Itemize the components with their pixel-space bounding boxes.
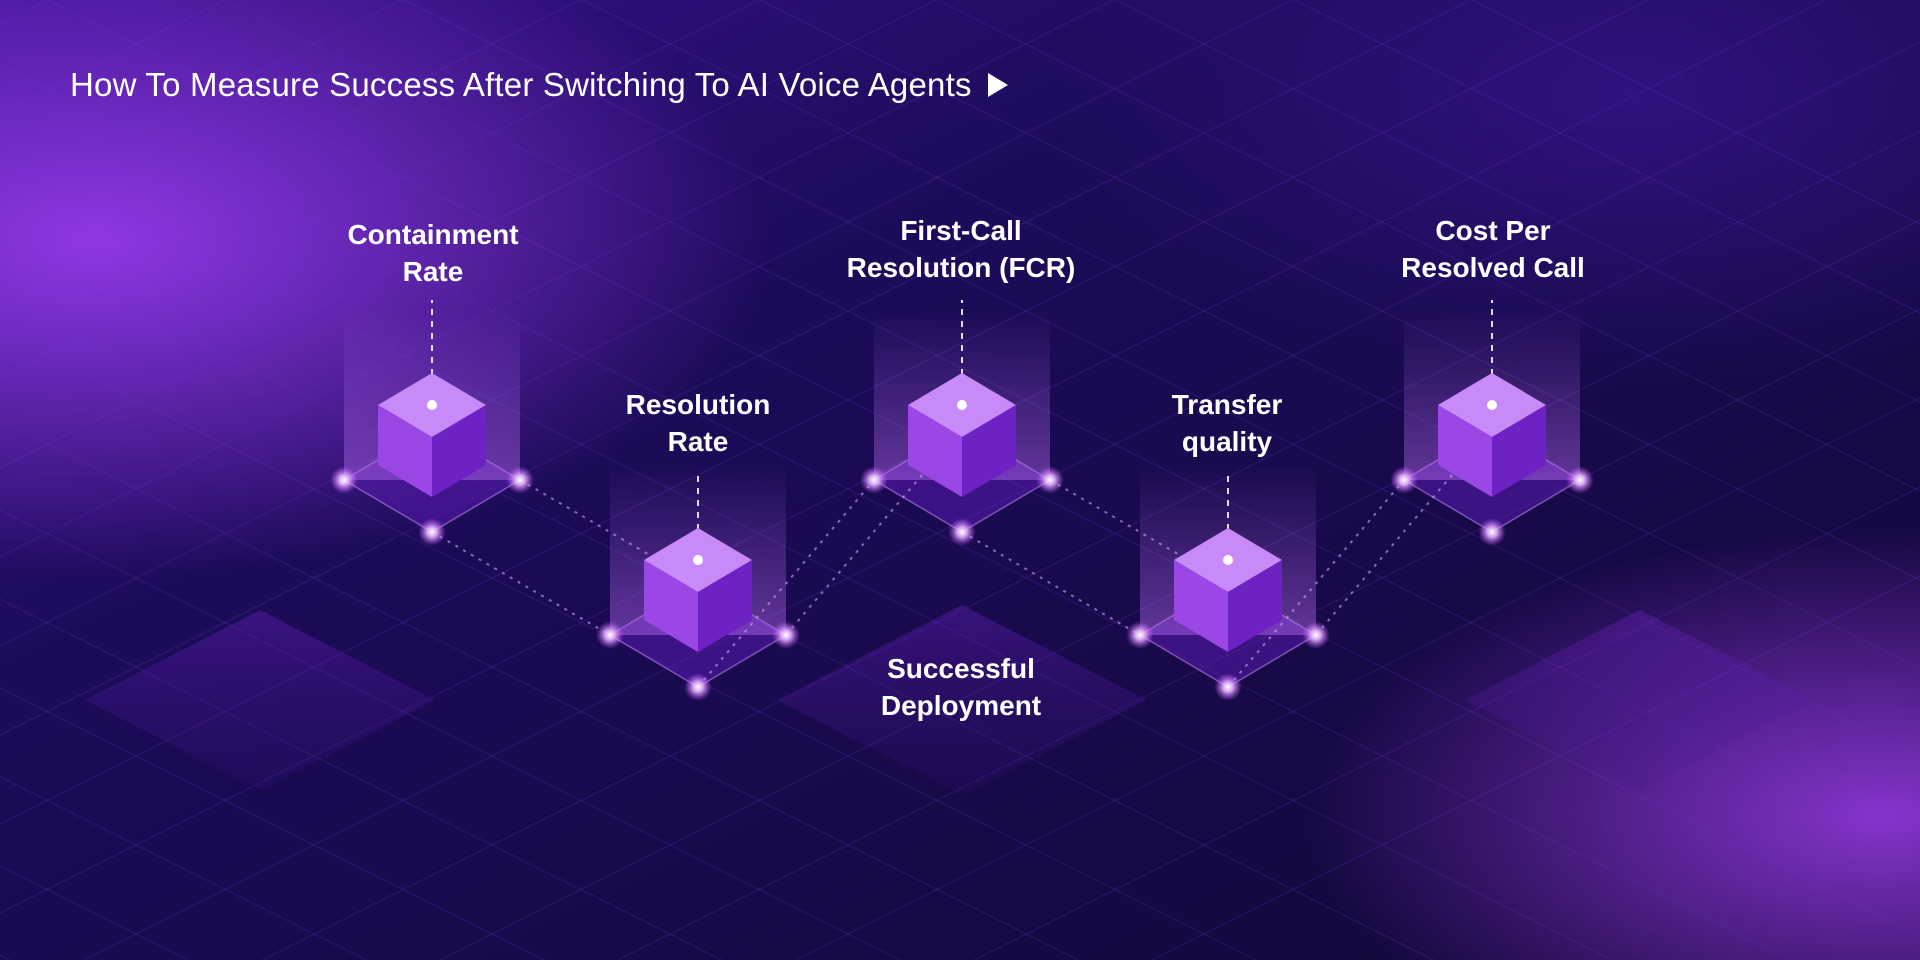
glow-node xyxy=(1036,466,1064,494)
center-label-successful-deployment: Successful Deployment xyxy=(801,650,1121,724)
glow-node xyxy=(1478,518,1506,546)
floor-plate xyxy=(85,610,435,790)
metric-label-transfer-quality: Transfer quality xyxy=(1067,386,1387,460)
glow-node xyxy=(418,518,446,546)
glow-node xyxy=(684,673,712,701)
glow-node xyxy=(1302,621,1330,649)
metric-label-line2: Resolution (FCR) xyxy=(801,249,1121,286)
metric-label-line1: Cost Per xyxy=(1333,212,1653,249)
metric-label-line1: Transfer xyxy=(1067,386,1387,423)
metric-label-line2: Rate xyxy=(538,423,858,460)
glow-node xyxy=(506,466,534,494)
glow-node xyxy=(1566,466,1594,494)
glow-node xyxy=(1390,466,1418,494)
glow-node xyxy=(1126,621,1154,649)
metric-label-cost-per-resolved-call: Cost Per Resolved Call xyxy=(1333,212,1653,286)
center-label-line1: Successful xyxy=(801,650,1121,687)
metric-label-line1: First-Call xyxy=(801,212,1121,249)
connector-line xyxy=(432,532,610,635)
metric-label-containment-rate: Containment Rate xyxy=(273,216,593,290)
metric-label-first-call-resolution: First-Call Resolution (FCR) xyxy=(801,212,1121,286)
metric-label-line2: quality xyxy=(1067,423,1387,460)
metric-label-line2: Rate xyxy=(273,253,593,290)
metric-label-line2: Resolved Call xyxy=(1333,249,1653,286)
glow-node xyxy=(948,518,976,546)
metric-label-line1: Containment xyxy=(273,216,593,253)
cube-top-dot xyxy=(1223,555,1233,565)
glow-node xyxy=(330,466,358,494)
glow-node xyxy=(596,621,624,649)
glow-node xyxy=(860,466,888,494)
cube-top-dot xyxy=(1487,400,1497,410)
cube-top-dot xyxy=(957,400,967,410)
cube-top-dot xyxy=(427,400,437,410)
center-label-line2: Deployment xyxy=(801,687,1121,724)
glow-node xyxy=(772,621,800,649)
floor-plate xyxy=(1465,610,1815,790)
metric-label-line1: Resolution xyxy=(538,386,858,423)
cube-top-dot xyxy=(693,555,703,565)
metric-label-resolution-rate: Resolution Rate xyxy=(538,386,858,460)
glow-node xyxy=(1214,673,1242,701)
